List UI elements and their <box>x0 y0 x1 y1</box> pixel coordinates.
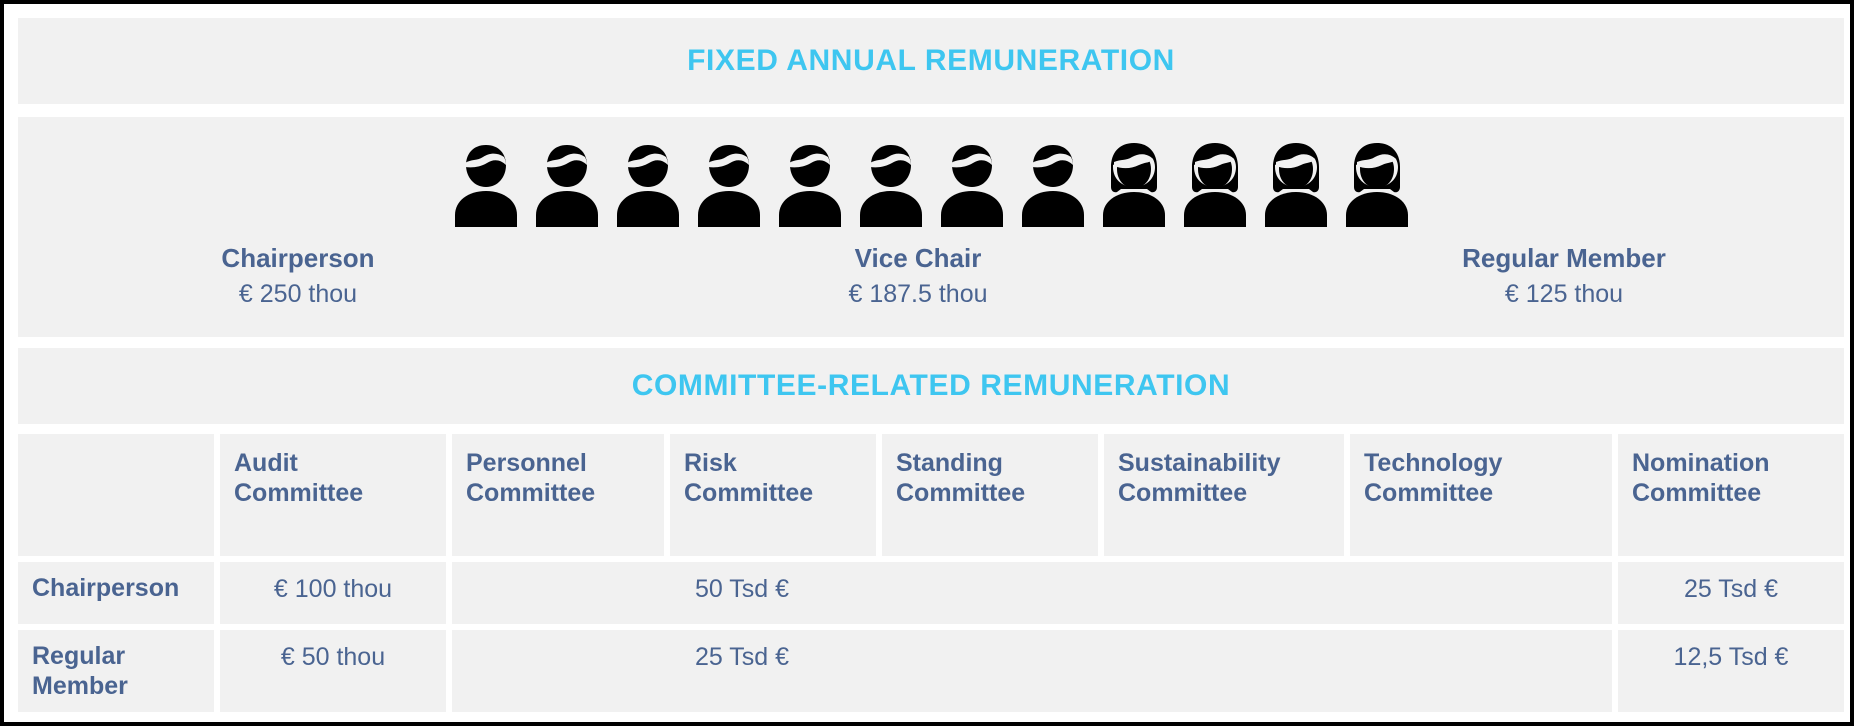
fixed-role-regular-member: Regular Member € 125 thou <box>1394 242 1734 310</box>
cell-regular-member-nomination: 12,5 Tsd € <box>1618 630 1844 712</box>
table-header-risk-committee: Risk Committee <box>670 434 876 556</box>
table-row-chairperson: Chairperson € 100 thou 50 Tsd € 25 Tsd € <box>18 562 1844 624</box>
cell-value: 25 Tsd € <box>694 643 790 671</box>
header-line2: Committee <box>466 479 596 507</box>
person-icon-male <box>771 135 849 227</box>
header-line1: Technology <box>1364 449 1503 477</box>
fixed-role-name: Regular Member <box>1462 243 1666 273</box>
committee-table: Audit Committee Personnel Committee Risk… <box>18 434 1844 716</box>
table-row-regular-member: Regular Member € 50 thou 25 Tsd € 12,5 T… <box>18 630 1844 712</box>
fixed-remuneration-body: Chairperson € 250 thou Vice Chair € 187.… <box>18 117 1844 337</box>
person-icon-male <box>933 135 1011 227</box>
cell-chairperson-merged-committees: 50 Tsd € <box>452 562 1612 624</box>
table-header-audit-committee: Audit Committee <box>220 434 446 556</box>
person-icon-female <box>1257 135 1335 227</box>
cell-value: 12,5 Tsd € <box>1673 643 1789 671</box>
table-header-row: Audit Committee Personnel Committee Risk… <box>18 434 1844 556</box>
header-line2: Committee <box>684 479 814 507</box>
cell-value: 25 Tsd € <box>1683 575 1779 603</box>
fixed-role-value: € 250 thou <box>238 279 358 308</box>
row-label-regular-member: Regular Member <box>18 630 214 712</box>
header-line2: Committee <box>896 479 1026 507</box>
committee-remuneration-banner: COMMITTEE-RELATED REMUNERATION <box>18 348 1844 424</box>
fixed-role-chairperson: Chairperson € 250 thou <box>128 242 468 310</box>
cell-regular-member-merged-committees: 25 Tsd € <box>452 630 1612 712</box>
cell-regular-member-audit: € 50 thou <box>220 630 446 712</box>
row-label-line1: Chairperson <box>32 574 180 602</box>
header-line1: Risk <box>684 449 737 477</box>
header-line2: Committee <box>1632 479 1762 507</box>
person-icon-male <box>1014 135 1092 227</box>
cell-value: € 50 thou <box>280 643 386 671</box>
row-label-line1: Regular <box>32 642 126 670</box>
person-icon-male <box>447 135 525 227</box>
header-line1: Sustainability <box>1118 449 1281 477</box>
table-header-nomination-committee: Nomination Committee <box>1618 434 1844 556</box>
fixed-role-value: € 125 thou <box>1504 279 1624 308</box>
fixed-remuneration-title: FIXED ANNUAL REMUNERATION <box>687 44 1175 77</box>
cell-value: € 100 thou <box>273 575 393 603</box>
row-label-chairperson: Chairperson <box>18 562 214 624</box>
person-icon-male <box>609 135 687 227</box>
cell-chairperson-audit: € 100 thou <box>220 562 446 624</box>
person-icon-male <box>528 135 606 227</box>
header-line1: Standing <box>896 449 1003 477</box>
person-icon-female <box>1095 135 1173 227</box>
person-icon-female <box>1176 135 1254 227</box>
table-header-sustainability-committee: Sustainability Committee <box>1104 434 1344 556</box>
table-header-technology-committee: Technology Committee <box>1350 434 1612 556</box>
person-icon-male <box>690 135 768 227</box>
header-line2: Committee <box>1364 479 1494 507</box>
header-line1: Nomination <box>1632 449 1770 477</box>
header-line1: Audit <box>234 449 298 477</box>
row-label-line2: Member <box>32 671 128 700</box>
fixed-role-name: Vice Chair <box>854 243 982 273</box>
committee-remuneration-title: COMMITTEE-RELATED REMUNERATION <box>631 369 1231 402</box>
fixed-role-value: € 187.5 thou <box>848 279 988 308</box>
fixed-remuneration-banner: FIXED ANNUAL REMUNERATION <box>18 18 1844 104</box>
table-header-personnel-committee: Personnel Committee <box>452 434 664 556</box>
person-icon-female <box>1338 135 1416 227</box>
people-icon-row <box>18 129 1844 227</box>
cell-value: 50 Tsd € <box>694 575 790 603</box>
cell-chairperson-nomination: 25 Tsd € <box>1618 562 1844 624</box>
header-line2: Committee <box>234 479 364 507</box>
person-icon-male <box>852 135 930 227</box>
table-header-standing-committee: Standing Committee <box>882 434 1098 556</box>
table-header-corner <box>18 434 214 556</box>
header-line2: Committee <box>1118 479 1248 507</box>
fixed-role-name: Chairperson <box>221 243 375 273</box>
fixed-role-vice-chair: Vice Chair € 187.5 thou <box>748 242 1088 310</box>
header-line1: Personnel <box>466 449 587 477</box>
